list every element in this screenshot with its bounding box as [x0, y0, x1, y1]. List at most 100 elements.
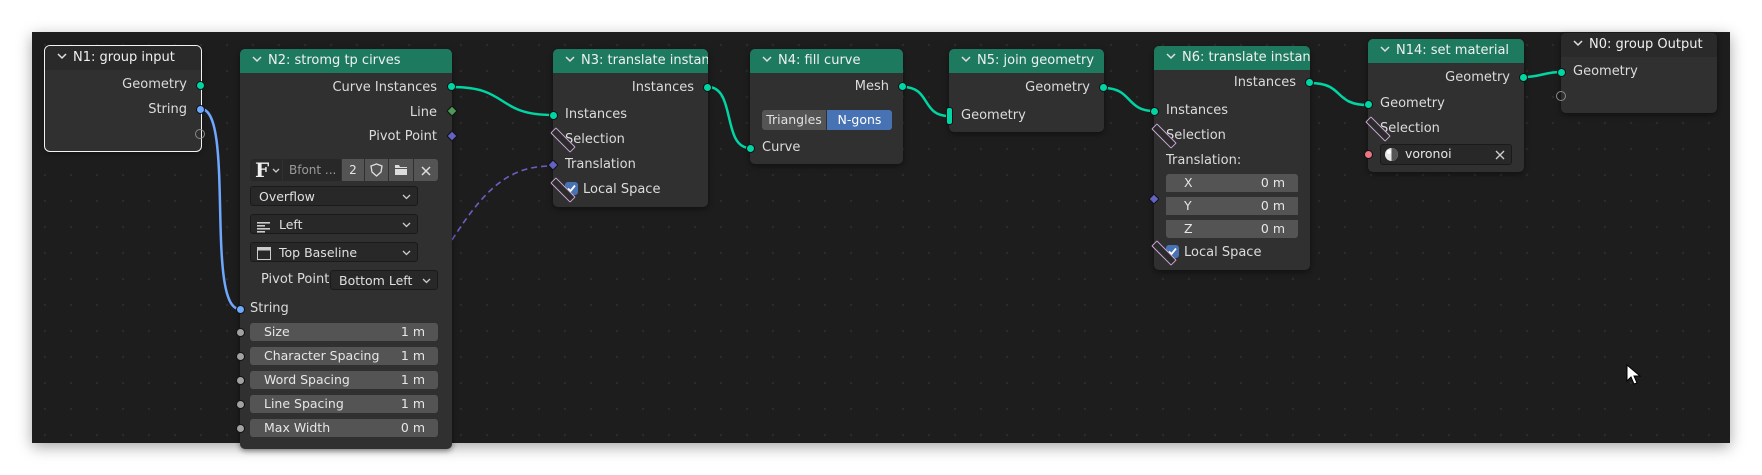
mode-triangles-button[interactable]: Triangles: [762, 110, 826, 130]
node-set-material[interactable]: N14: set material Geometry Geometry Sele…: [1364, 39, 1528, 172]
overflow-dropdown[interactable]: Overflow: [250, 186, 418, 206]
node-header[interactable]: N1: group input: [45, 46, 201, 70]
socket-out-empty[interactable]: [195, 129, 205, 139]
translation-x-field[interactable]: X 0 m: [1166, 174, 1298, 192]
socket-out-mesh[interactable]: [898, 82, 907, 91]
translation-y-field[interactable]: Y 0 m: [1166, 197, 1298, 215]
fake-user-button[interactable]: [365, 159, 388, 181]
socket-in-empty[interactable]: [1556, 91, 1566, 101]
socket-in-word-spacing[interactable]: [236, 376, 245, 385]
node-title: N0: group Output: [1589, 37, 1703, 52]
align-y-dropdown[interactable]: Top Baseline: [250, 242, 418, 262]
node-join-geometry[interactable]: N5: join geometry Geometry Geometry: [946, 49, 1108, 132]
node-title: N5: join geometry: [977, 53, 1095, 68]
align-x-value: Left: [279, 217, 303, 232]
node-group-output[interactable]: N0: group Output Geometry: [1556, 33, 1717, 113]
socket-out-instances[interactable]: [703, 83, 712, 92]
node-translate-instances-n3[interactable]: N3: translate instanc... Instances Insta…: [547, 49, 712, 207]
material-selector[interactable]: voronoi: [1380, 144, 1512, 165]
mouse-cursor-icon: [1626, 363, 1642, 390]
socket-in-curve[interactable]: [746, 144, 755, 153]
socket-out-instances[interactable]: [1305, 78, 1314, 87]
close-icon: [421, 165, 431, 180]
collapse-icon[interactable]: [252, 54, 262, 64]
translation-z-field[interactable]: Z 0 m: [1166, 220, 1298, 238]
node-group-input[interactable]: N1: group input Geometry String: [44, 45, 205, 152]
field-value: 0 m: [1260, 221, 1285, 236]
field-label: Line Spacing: [264, 396, 344, 411]
collapse-icon[interactable]: [1573, 38, 1583, 48]
socket-in-string[interactable]: [236, 305, 245, 314]
align-y-value: Top Baseline: [279, 245, 358, 260]
socket-in-line-spacing[interactable]: [236, 400, 245, 409]
collapse-icon[interactable]: [762, 54, 772, 64]
field-label: Y: [1184, 198, 1192, 213]
field-label: X: [1184, 175, 1193, 190]
unlink-font-button[interactable]: [414, 159, 438, 181]
socket-out-geometry[interactable]: [1099, 83, 1108, 92]
node-header[interactable]: N5: join geometry: [949, 49, 1104, 73]
font-browse-button[interactable]: F: [250, 158, 282, 182]
output-label-geometry: Geometry: [122, 77, 187, 92]
align-x-dropdown[interactable]: Left: [250, 214, 418, 234]
input-label-geometry: Geometry: [961, 108, 1026, 123]
collapse-icon[interactable]: [1380, 44, 1390, 54]
collapse-icon[interactable]: [57, 51, 67, 61]
socket-in-geometry[interactable]: [1557, 68, 1566, 77]
socket-in-character-spacing[interactable]: [236, 352, 245, 361]
collapse-icon[interactable]: [565, 54, 575, 64]
node-fill-curve[interactable]: N4: fill curve Mesh Triangles N-gons Cur…: [746, 49, 907, 164]
local-space-checkbox[interactable]: Local Space: [1166, 245, 1261, 260]
field-value: 1 m: [400, 324, 425, 339]
field-value: 1 m: [400, 396, 425, 411]
socket-out-geometry[interactable]: [1519, 73, 1528, 82]
input-label-selection: Selection: [1380, 121, 1440, 136]
socket-in-max-width[interactable]: [236, 424, 245, 433]
folder-icon: [394, 163, 408, 180]
socket-in-instances[interactable]: [549, 111, 558, 120]
mode-ngons-button[interactable]: N-gons: [827, 110, 892, 130]
close-icon[interactable]: [1495, 149, 1505, 164]
field-label: Z: [1184, 221, 1193, 236]
field-value: 1 m: [400, 348, 425, 363]
field-value: 0 m: [1260, 198, 1285, 213]
output-label-string: String: [148, 102, 187, 117]
chevron-down-icon: [402, 243, 411, 263]
node-header[interactable]: N6: translate instanc...: [1154, 46, 1310, 70]
socket-in-geometry[interactable]: [1364, 100, 1373, 109]
node-header[interactable]: N3: translate instanc...: [553, 49, 708, 73]
node-string-to-curves[interactable]: N2: stromg tp cirves Curve Instances Lin…: [236, 49, 458, 449]
socket-out-string[interactable]: [196, 105, 205, 114]
output-label-mesh: Mesh: [854, 79, 889, 94]
font-selector[interactable]: F Bfont ... 2: [250, 158, 440, 182]
chevron-down-icon: [402, 187, 411, 207]
socket-in-instances[interactable]: [1150, 107, 1159, 116]
collapse-icon[interactable]: [961, 54, 971, 64]
socket-in-geometry-multi[interactable]: [946, 107, 953, 125]
socket-out-geometry[interactable]: [196, 81, 205, 90]
open-font-button[interactable]: [389, 159, 413, 181]
socket-in-size[interactable]: [236, 328, 245, 337]
font-name-field[interactable]: Bfont ...: [283, 159, 341, 181]
line-spacing-field[interactable]: Line Spacing 1 m: [250, 395, 438, 413]
fill-mode-toggle[interactable]: Triangles N-gons: [762, 110, 892, 130]
local-space-label: Local Space: [583, 182, 661, 197]
font-users-count[interactable]: 2: [342, 159, 364, 181]
socket-in-material[interactable]: [1364, 150, 1373, 159]
node-title: N14: set material: [1396, 43, 1510, 58]
node-header[interactable]: N2: stromg tp cirves: [240, 49, 452, 73]
local-space-checkbox[interactable]: Local Space: [565, 182, 660, 197]
node-title: N2: stromg tp cirves: [268, 53, 401, 68]
node-header[interactable]: N4: fill curve: [750, 49, 903, 73]
pivot-point-dropdown[interactable]: Bottom Left: [330, 270, 438, 290]
field-value: 0 m: [1260, 175, 1285, 190]
node-header[interactable]: N14: set material: [1368, 39, 1524, 63]
node-translate-instances-n6[interactable]: N6: translate instanc... Instances Insta…: [1148, 46, 1314, 270]
collapse-icon[interactable]: [1166, 51, 1176, 61]
socket-out-curve-instances[interactable]: [447, 82, 456, 91]
node-header[interactable]: N0: group Output: [1561, 33, 1717, 57]
